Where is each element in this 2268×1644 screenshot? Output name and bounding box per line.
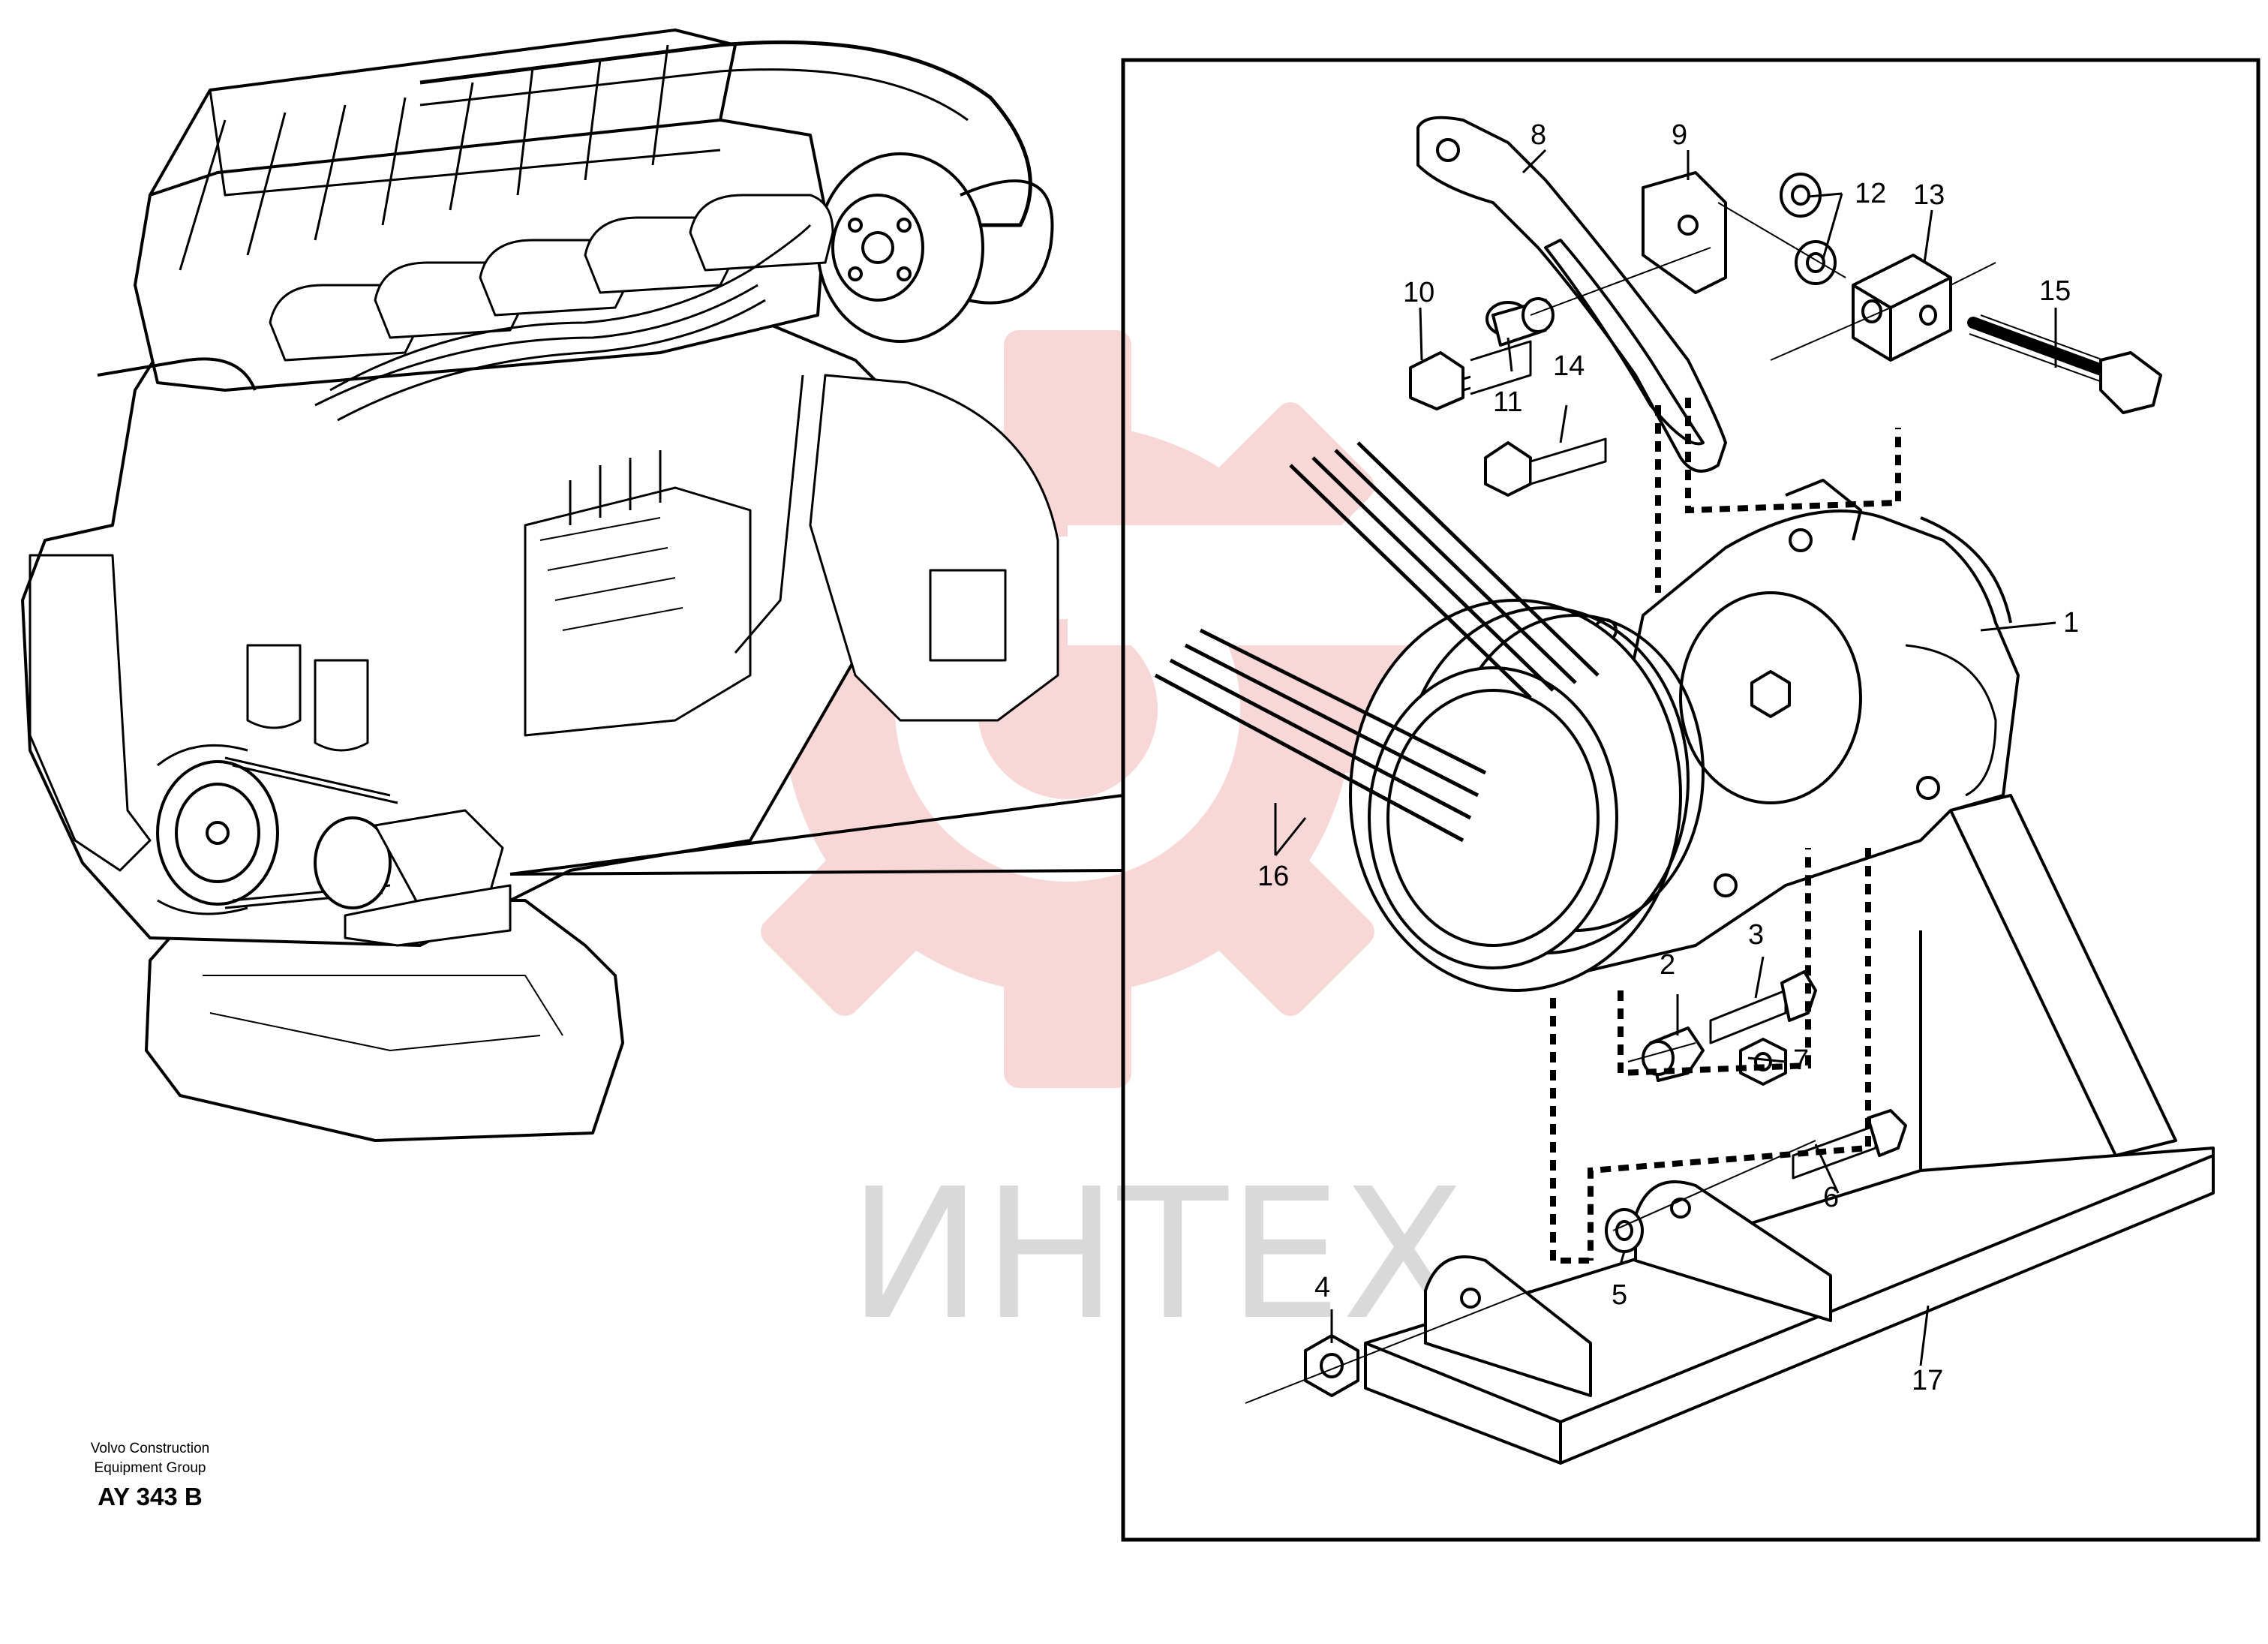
callout-8: 8	[1531, 119, 1546, 151]
callout-7: 7	[1793, 1044, 1809, 1076]
callout-15: 15	[2039, 275, 2071, 307]
dashed-guides	[1550, 398, 1901, 1264]
callout-12: 12	[1855, 178, 1886, 209]
callout-leaders	[1274, 149, 2057, 1366]
assembly-axis-lines	[1245, 202, 1996, 1404]
publisher-line-1: Volvo Construction	[90, 1441, 210, 1456]
illustration-code: AY 343 B	[98, 1483, 203, 1510]
callout-9: 9	[1672, 119, 1687, 151]
callout-4: 4	[1314, 1272, 1330, 1303]
callout-6: 6	[1823, 1182, 1839, 1213]
engine-overview	[21, 29, 1059, 1142]
watermark-gear	[689, 330, 1446, 1088]
callout-labels: 1 2 3 4 5 6 7 8 9 10 11 12 13 14 15 16 1…	[1257, 119, 2079, 1396]
detail-frame	[1121, 58, 2260, 1542]
callout-1: 1	[2063, 607, 2079, 639]
callout-13: 13	[1913, 179, 1945, 211]
callout-11: 11	[1493, 386, 1522, 418]
callout-3: 3	[1748, 919, 1764, 951]
callout-14: 14	[1553, 350, 1585, 382]
publisher-line-2: Equipment Group	[94, 1460, 206, 1476]
detail-view	[1154, 116, 2215, 1465]
callout-5: 5	[1612, 1279, 1627, 1311]
publisher-footer: Volvo Construction Equipment Group AY 34…	[68, 1439, 233, 1511]
callout-2: 2	[1660, 949, 1675, 981]
callout-17: 17	[1912, 1365, 1943, 1396]
callout-16: 16	[1257, 861, 1289, 892]
zoom-leader-lines	[509, 794, 1124, 876]
callout-10: 10	[1403, 277, 1434, 308]
watermark-text: ИНТЕХ	[848, 1150, 1465, 1360]
